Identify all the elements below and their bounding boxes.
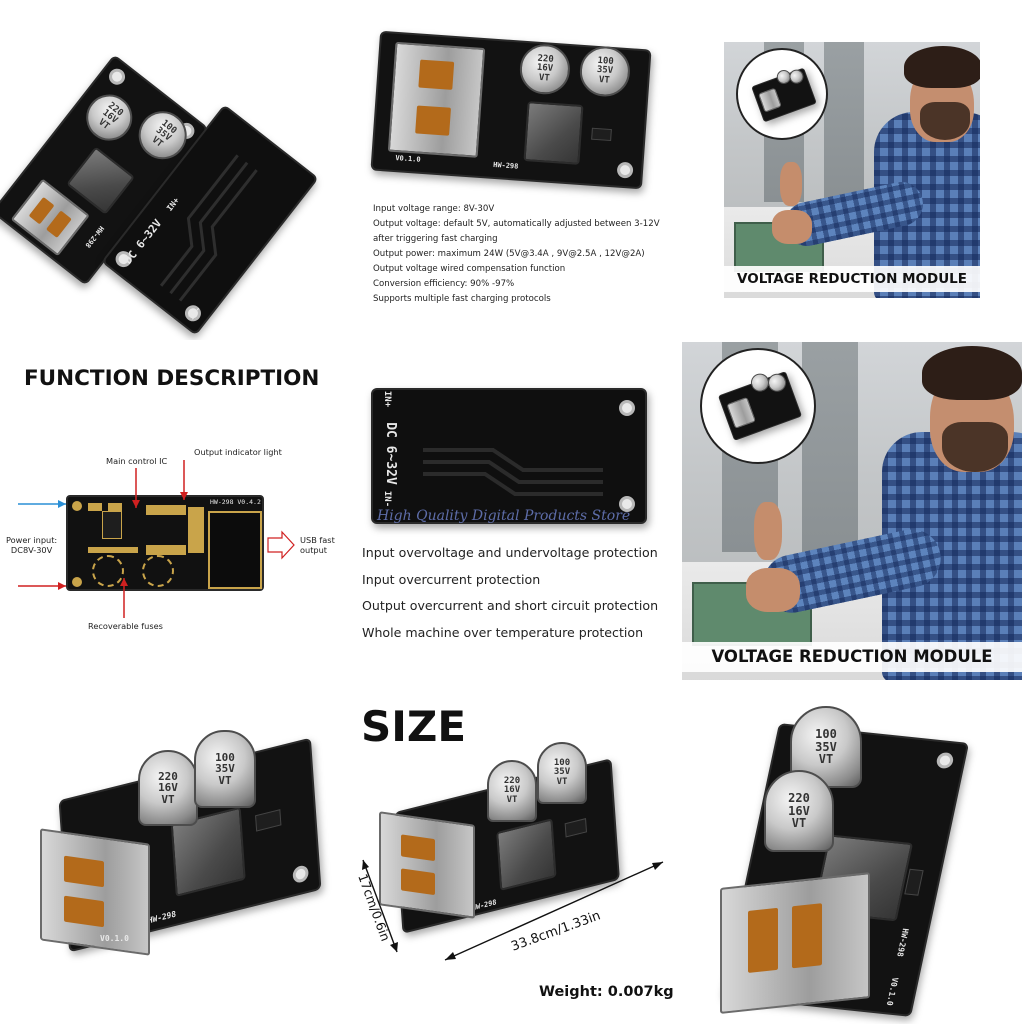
- banner-voltage-reduction: VOLTAGE REDUCTION MODULE: [724, 266, 980, 292]
- trace-pattern: [159, 154, 258, 302]
- diagram-arrows: [18, 460, 295, 618]
- usb-port: [720, 872, 870, 1014]
- feature-line: Output overcurrent and short circuit pro…: [362, 598, 659, 614]
- label-main-control-ic: Main control IC: [106, 456, 168, 466]
- dimension-lines: [362, 859, 664, 961]
- spec-line: Output voltage wired compensation functi…: [373, 264, 566, 274]
- feature-line: Input overcurrent protection: [362, 571, 541, 587]
- usb-port: [387, 41, 486, 158]
- pcb-back: DC 6~32V IN+ IN-: [101, 104, 319, 336]
- label-power-input: Power input: DC8V-30V: [6, 535, 58, 555]
- spec-line: Input voltage range: 8V-30V: [373, 204, 495, 214]
- weight-label: Weight: 0.007kg: [539, 984, 674, 1000]
- inductor: [523, 101, 584, 165]
- pcb-back-view: DC 6~32V IN+ IN-: [371, 388, 647, 524]
- function-heading: FUNCTION DESCRIPTION: [24, 366, 320, 391]
- diagram-board: HW-298 V0.4.2: [66, 495, 264, 591]
- feature-line: Whole machine over temperature protectio…: [362, 624, 644, 640]
- spec-line: Supports multiple fast charging protocol…: [373, 294, 551, 304]
- spec-line: Output voltage: default 5V, automaticall…: [373, 219, 660, 229]
- usb-port: [40, 828, 150, 956]
- spec-line: Conversion efficiency: 90% -97%: [373, 279, 515, 289]
- banner-voltage-reduction: VOLTAGE REDUCTION MODULE: [682, 642, 1022, 672]
- label-output-indicator: Output indicator light: [194, 447, 282, 457]
- label-recoverable-fuses: Recoverable fuses: [88, 621, 163, 631]
- photo-technician-top: VOLTAGE REDUCTION MODULE: [724, 42, 980, 298]
- feature-line: Input overvoltage and undervoltage prote…: [362, 545, 658, 560]
- spec-list: Input voltage range: 8V-30V Output volta…: [373, 202, 685, 307]
- function-description: FUNCTION DESCRIPTION HW-298 V0.4.2 Main …: [0, 340, 340, 680]
- inset-board: [700, 348, 816, 464]
- label-usb-output: USB fast output: [300, 535, 335, 555]
- feature-list: Input overvoltage and undervoltage prote…: [362, 540, 658, 646]
- spec-line: after triggering fast charging: [373, 234, 498, 244]
- photo-technician-mid: VOLTAGE REDUCTION MODULE: [682, 342, 1022, 680]
- inset-board: [736, 48, 828, 140]
- spec-line: Output power: maximum 24W (5V@3.4A , 9V@…: [373, 249, 645, 259]
- photo-board-back-features: DC 6~32V IN+ IN- High Quality Digital Pr…: [345, 340, 685, 680]
- size-heading: SIZE: [361, 702, 467, 751]
- store-watermark: High Quality Digital Products Store: [377, 508, 631, 524]
